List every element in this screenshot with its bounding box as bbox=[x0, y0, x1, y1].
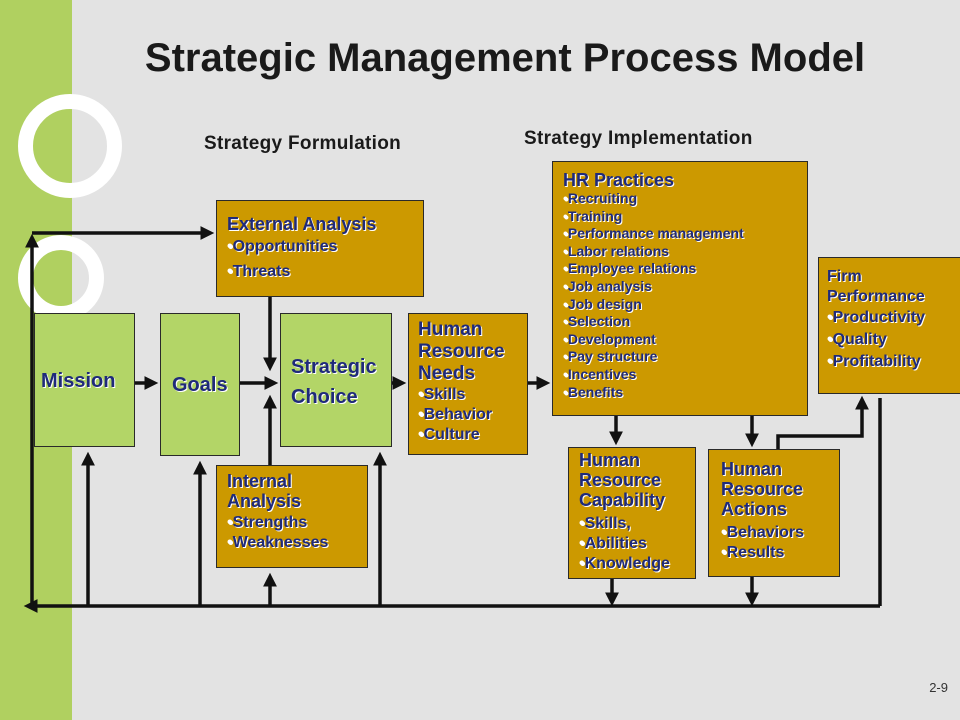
list-item: Profitability bbox=[827, 351, 925, 373]
hr-capability-box: Human Resource Capability Skills, Abilit… bbox=[568, 447, 696, 579]
hr-needs-title-line1: Human bbox=[418, 319, 483, 340]
external-analysis-list: Opportunities Threats bbox=[227, 237, 376, 282]
firm-performance-title-line1: Firm bbox=[827, 268, 862, 285]
internal-analysis-box: Internal Analysis Strengths Weaknesses bbox=[216, 465, 368, 568]
hr-needs-list: Skills Behavior Culture bbox=[418, 385, 505, 445]
list-item: Performance management bbox=[563, 225, 744, 243]
list-item: Weaknesses bbox=[227, 533, 329, 553]
strategic-choice-line1: Strategic bbox=[291, 356, 377, 378]
hr-practices-box: HR Practices Recruiting Training Perform… bbox=[552, 161, 808, 416]
hr-practices-title: HR Practices bbox=[563, 170, 675, 190]
list-item: Skills bbox=[418, 385, 505, 405]
slide-title: Strategic Management Process Model bbox=[144, 36, 866, 80]
hr-practices-list: Recruiting Training Performance manageme… bbox=[563, 190, 744, 401]
list-item: Employee relations bbox=[563, 260, 744, 278]
list-item: Labor relations bbox=[563, 243, 744, 261]
strategic-choice-box: Strategic Choice bbox=[280, 313, 392, 447]
list-item: Productivity bbox=[827, 307, 925, 329]
phase-label-formulation: Strategy Formulation bbox=[204, 133, 402, 154]
list-item: Incentives bbox=[563, 366, 744, 384]
list-item: Selection bbox=[563, 313, 744, 331]
list-item: Recruiting bbox=[563, 190, 744, 208]
hr-needs-title-line2: Resource bbox=[418, 341, 505, 362]
hr-capability-list: Skills, Abilities Knowledge bbox=[579, 514, 670, 574]
firm-performance-title-line2: Performance bbox=[827, 288, 925, 305]
list-item: Behaviors bbox=[721, 523, 804, 543]
list-item: Threats bbox=[227, 262, 376, 282]
firm-performance-box: Firm Performance Productivity Quality Pr… bbox=[818, 257, 960, 394]
hr-needs-box: Human Resource Needs Skills Behavior Cul… bbox=[408, 313, 528, 455]
hr-actions-box: Human Resource Actions Behaviors Results bbox=[708, 449, 840, 577]
hr-actions-title-line1: Human bbox=[721, 459, 783, 479]
hr-actions-list: Behaviors Results bbox=[721, 523, 804, 563]
hr-needs-title-line3: Needs bbox=[418, 363, 476, 384]
hr-capability-title-line2: Resource bbox=[579, 470, 662, 490]
list-item: Pay structure bbox=[563, 348, 744, 366]
hr-actions-title-line2: Resource bbox=[721, 479, 804, 499]
internal-analysis-list: Strengths Weaknesses bbox=[227, 513, 329, 553]
mission-box: Mission bbox=[34, 313, 135, 447]
list-item: Knowledge bbox=[579, 554, 670, 574]
list-item: Job design bbox=[563, 296, 744, 314]
goals-label: Goals bbox=[172, 374, 228, 396]
internal-analysis-title-line1: Internal bbox=[227, 471, 293, 491]
mission-label: Mission bbox=[41, 370, 116, 392]
list-item: Benefits bbox=[563, 384, 744, 402]
external-analysis-title: External Analysis bbox=[227, 214, 377, 234]
list-item: Abilities bbox=[579, 534, 670, 554]
hr-capability-title-line3: Capability bbox=[579, 490, 666, 510]
list-item: Skills, bbox=[579, 514, 670, 534]
hr-actions-title-line3: Actions bbox=[721, 499, 788, 519]
list-item: Job analysis bbox=[563, 278, 744, 296]
list-item: Quality bbox=[827, 329, 925, 351]
list-item: Results bbox=[721, 543, 804, 563]
list-item: Training bbox=[563, 208, 744, 226]
page-number: 2-9 bbox=[929, 680, 948, 695]
phase-label-implementation: Strategy Implementation bbox=[524, 128, 753, 149]
list-item: Culture bbox=[418, 425, 505, 445]
list-item: Strengths bbox=[227, 513, 328, 533]
arrow-actions-performance bbox=[776, 395, 869, 449]
hr-capability-title-line1: Human bbox=[579, 450, 641, 470]
internal-analysis-title-line2: Analysis bbox=[227, 491, 302, 511]
list-item: Behavior bbox=[418, 405, 505, 425]
external-analysis-box: External Analysis Opportunities Threats bbox=[216, 200, 424, 297]
firm-performance-list: Productivity Quality Profitability bbox=[827, 307, 925, 373]
list-item: Opportunities bbox=[227, 237, 376, 257]
strategic-choice-line2: Choice bbox=[291, 386, 358, 408]
goals-box: Goals bbox=[160, 313, 240, 456]
list-item: Development bbox=[563, 331, 744, 349]
